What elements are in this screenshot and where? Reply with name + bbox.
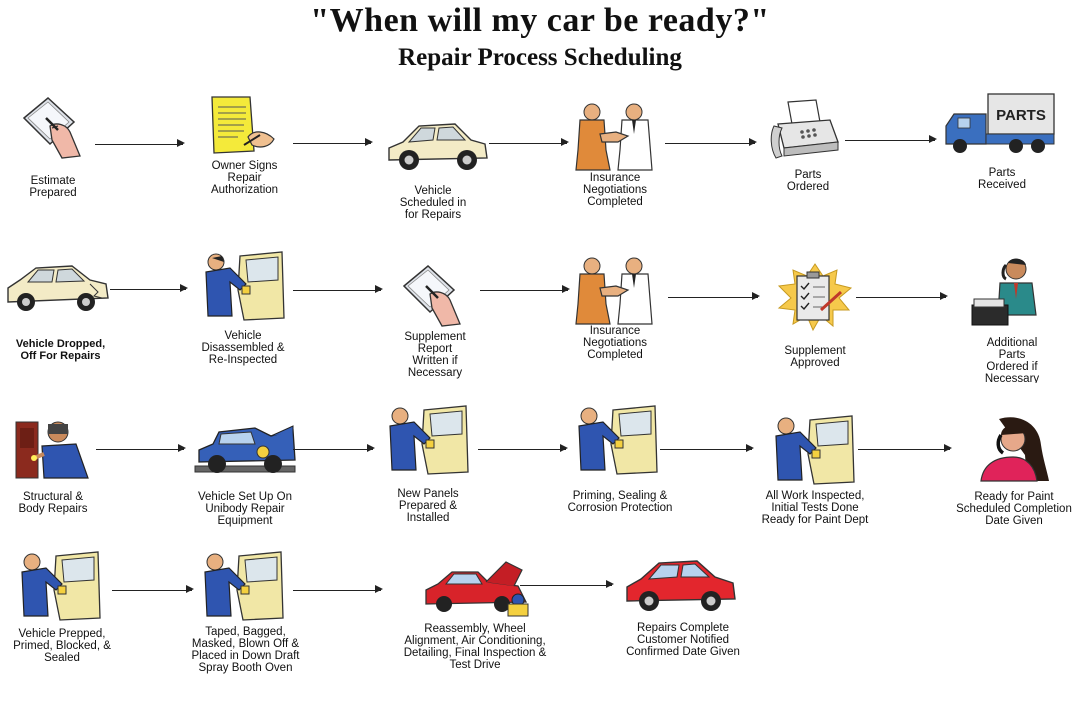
step-label: Structural & Body Repairs <box>18 491 88 515</box>
damaged-car-icon <box>7 265 109 311</box>
lifted-car-icon <box>194 425 296 473</box>
flow-arrow <box>96 444 186 453</box>
flow-arrow <box>95 139 185 148</box>
welder-icon <box>15 421 89 479</box>
flow-arrow <box>845 135 937 144</box>
flow-arrow <box>520 580 614 589</box>
step-label: Reassembly, Wheel Alignment, Air Conditi… <box>403 623 547 671</box>
flow-arrow <box>480 285 570 294</box>
step-label: Taped, Bagged, Masked, Blown Off & Place… <box>191 626 300 674</box>
flow-arrow <box>668 292 760 301</box>
flow-arrow <box>856 292 948 301</box>
step-label: Vehicle Dropped, Off For Repairs <box>15 338 106 362</box>
approved-clipboard-icon <box>777 263 853 332</box>
step-label: Insurance Negotiations Completed <box>583 172 647 208</box>
step-label: Priming, Sealing & Corrosion Protection <box>567 490 673 514</box>
signed-document-icon <box>211 96 275 154</box>
mechanic-door-icon <box>578 405 658 475</box>
flow-arrow <box>110 284 188 293</box>
step-label: All Work Inspected, Initial Tests Done R… <box>761 490 869 526</box>
flow-arrow <box>478 444 568 453</box>
step-label: Repairs Complete Customer Notified Confi… <box>626 622 740 658</box>
fax-machine-icon <box>770 99 839 159</box>
step-label: Supplement Approved <box>784 345 846 369</box>
step-label: Parts Ordered <box>786 169 830 193</box>
woman-phone-icon <box>980 417 1049 482</box>
car-icon <box>388 123 488 170</box>
flow-arrow <box>293 444 375 453</box>
flow-arrow <box>660 444 754 453</box>
step-label: Ready for Paint Scheduled Completion Dat… <box>956 491 1072 527</box>
parts-truck-icon: PARTS <box>945 93 1055 153</box>
step-label: Parts Received <box>978 167 1026 191</box>
flow-arrow <box>489 138 569 147</box>
flow-arrow <box>858 444 952 453</box>
step-label: Vehicle Scheduled in for Repairs <box>399 185 467 221</box>
svg-text:PARTS: PARTS <box>996 107 1046 124</box>
handshake-icon <box>575 103 653 171</box>
flow-arrow <box>293 138 373 147</box>
handshake-icon <box>575 257 653 325</box>
flow-arrow <box>293 285 383 294</box>
flow-arrow <box>112 585 194 594</box>
page-title: "When will my car be ready?" <box>310 2 770 39</box>
step-label: Estimate Prepared <box>29 175 77 199</box>
step-label: Owner Signs Repair Authorization <box>210 160 279 196</box>
step-label: Insurance Negotiations Completed <box>583 325 647 361</box>
mechanic-door-icon <box>775 415 855 485</box>
mechanic-door-icon <box>205 251 285 321</box>
step-label: Vehicle Set Up On Unibody Repair Equipme… <box>198 491 292 527</box>
clipboard-hand-icon <box>22 97 81 159</box>
red-car-icon <box>626 560 736 611</box>
phone-person-icon <box>971 258 1037 326</box>
step-label: Additional Parts Ordered if Necessary <box>984 337 1040 383</box>
flow-arrow <box>665 138 757 147</box>
mechanic-door-icon <box>389 405 469 475</box>
step-label: New Panels Prepared & Installed <box>397 488 459 524</box>
mechanic-door-icon <box>21 551 101 621</box>
step-label: Supplement Report Written if Necessary <box>404 331 466 379</box>
flow-arrow <box>293 585 383 594</box>
mechanic-door-icon <box>204 551 284 621</box>
clipboard-hand-icon <box>402 265 461 327</box>
open-hood-red-car-icon <box>425 561 529 617</box>
step-label: Vehicle Prepped, Primed, Blocked, & Seal… <box>13 628 111 664</box>
step-label: Vehicle Disassembled & Re-Inspected <box>201 330 285 366</box>
page-subtitle: Repair Process Scheduling <box>398 44 682 71</box>
